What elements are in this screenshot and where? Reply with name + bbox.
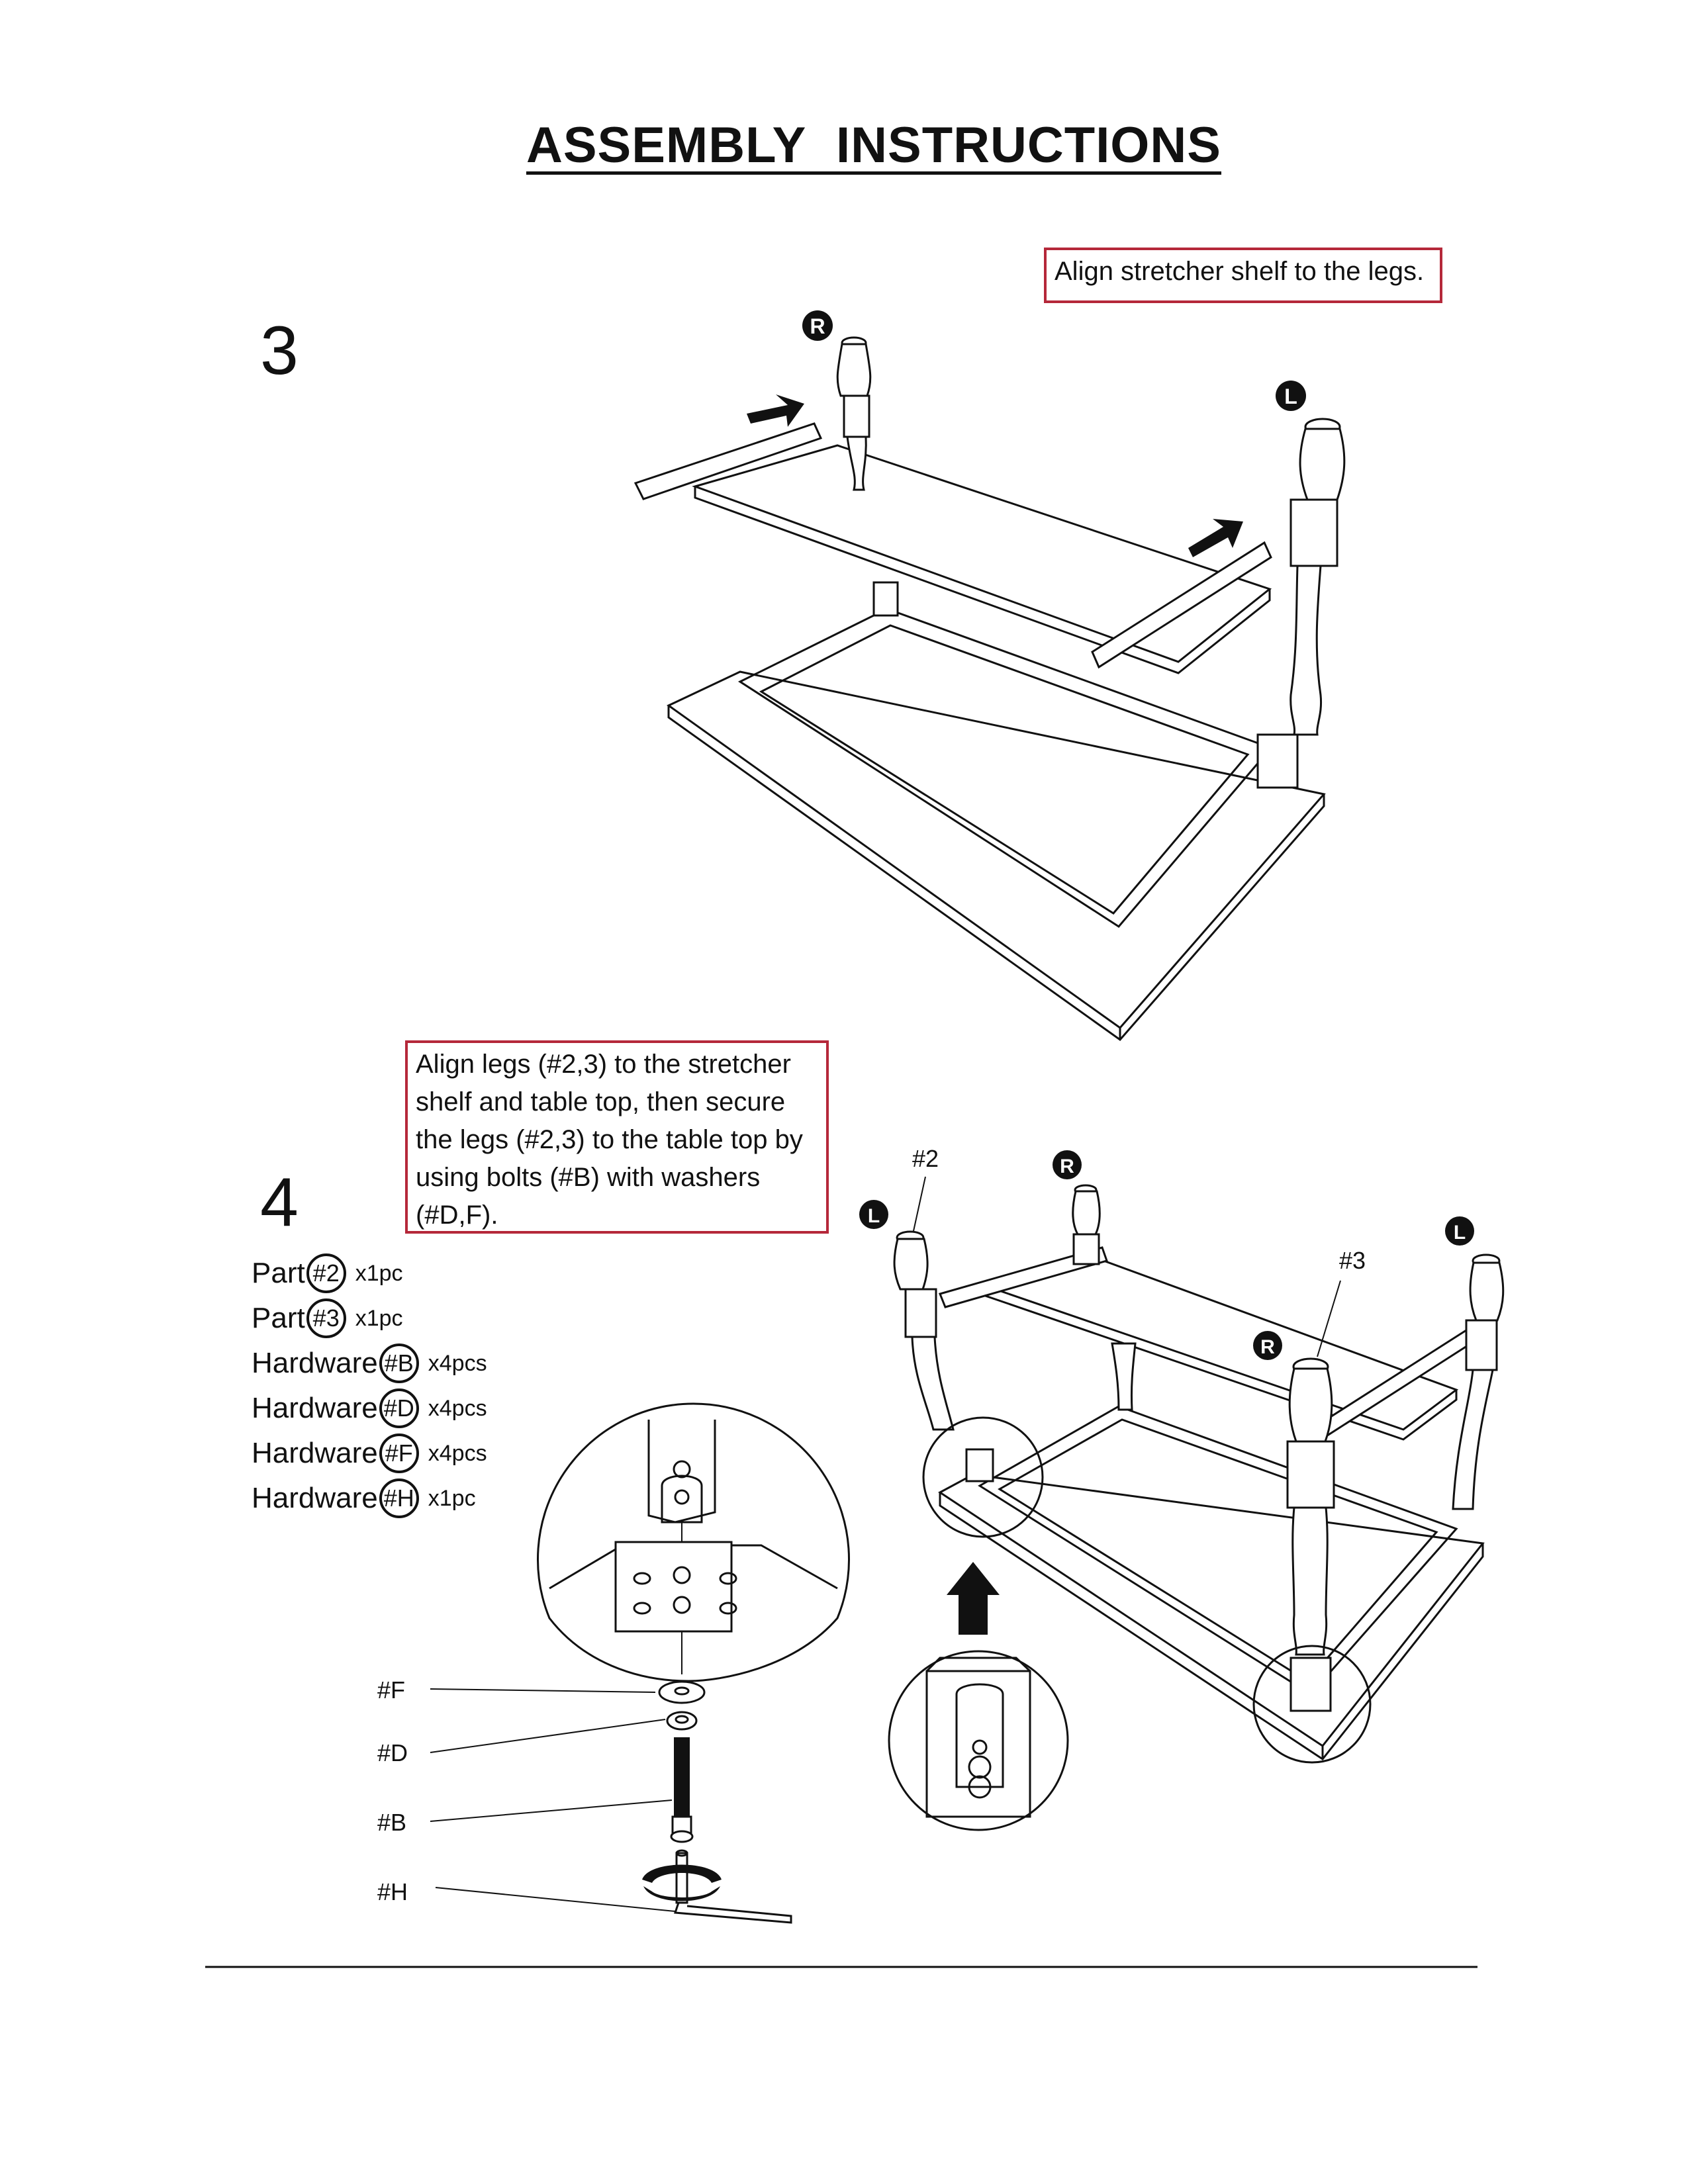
part-qty: x1pc xyxy=(428,1486,476,1511)
part-kind: Hardware xyxy=(252,1392,378,1424)
hex-key-h-icon xyxy=(642,1849,792,1924)
callout-washer-f: #F xyxy=(377,1676,406,1704)
part-kind: Hardware xyxy=(252,1482,378,1514)
part-qty: x4pcs xyxy=(428,1351,487,1376)
part-qty: x1pc xyxy=(355,1261,403,1286)
part-qty: x4pcs xyxy=(428,1396,487,1421)
step-3-number: 3 xyxy=(260,312,299,389)
callout-leg-2: #2 xyxy=(912,1145,939,1172)
step-4-hardware-detail xyxy=(430,1402,850,1924)
leg-3 xyxy=(1286,1357,1335,1712)
detail-callout-circle xyxy=(1252,1645,1372,1764)
parts-list-item: Hardware#H x1pc xyxy=(252,1476,487,1521)
parts-list-item: Part#3 x1pc xyxy=(252,1296,487,1341)
part-kind: Hardware xyxy=(252,1437,378,1469)
leg-badge-l-icon: L xyxy=(859,1200,888,1229)
svg-text:R: R xyxy=(1260,1336,1275,1358)
detail-callout-circle xyxy=(922,1416,1044,1538)
leg-badge-l-icon: L xyxy=(1276,381,1306,411)
step-4-instruction: Align legs (#2,3) to the stretcher shelf… xyxy=(405,1040,829,1234)
svg-text:R: R xyxy=(1060,1156,1074,1177)
page-title: ASSEMBLY INSTRUCTIONS xyxy=(526,117,1222,173)
part-id: #2 xyxy=(306,1253,346,1293)
part-kind: Hardware xyxy=(252,1347,378,1379)
callout-bolt-b: #B xyxy=(377,1809,407,1836)
part-kind: Part xyxy=(252,1257,305,1289)
svg-text:L: L xyxy=(868,1205,880,1227)
arrow-up-icon xyxy=(947,1562,1000,1635)
leg-l-front xyxy=(1256,418,1346,789)
svg-text:L: L xyxy=(1284,385,1297,408)
leg-r-back xyxy=(1072,1184,1137,1411)
leg-2 xyxy=(893,1230,994,1482)
arrow-icon xyxy=(1188,519,1243,557)
part-id: #H xyxy=(379,1479,419,1518)
step-4-number: 4 xyxy=(260,1164,299,1241)
callout-leg-3: #3 xyxy=(1339,1247,1366,1274)
leg-badge-r-icon: R xyxy=(802,310,833,341)
svg-text:R: R xyxy=(810,314,825,338)
leg-badge-r-icon: R xyxy=(1053,1150,1082,1179)
callout-hex-key-h: #H xyxy=(377,1878,408,1905)
washer-f-icon xyxy=(658,1680,706,1704)
arrow-icon xyxy=(747,394,804,427)
part-id: #3 xyxy=(306,1298,346,1338)
leg-l-right xyxy=(1452,1253,1505,1510)
washer-d-icon xyxy=(666,1711,698,1731)
part-id: #D xyxy=(379,1388,419,1428)
step-4-illustration: L R L R xyxy=(859,1150,1505,1831)
parts-list-item: Hardware#F x4pcs xyxy=(252,1431,487,1476)
part-qty: x1pc xyxy=(355,1306,403,1331)
zoom-detail-leg xyxy=(888,1650,1069,1831)
parts-list-item: Hardware#B x4pcs xyxy=(252,1341,487,1386)
svg-text:L: L xyxy=(1454,1222,1466,1244)
leg-r-back xyxy=(836,336,899,617)
part-id: #B xyxy=(379,1343,419,1383)
step-3-illustration: R L xyxy=(633,310,1346,1042)
parts-list-item: Hardware#D x4pcs xyxy=(252,1386,487,1431)
parts-list-item: Part#2 x1pc xyxy=(252,1251,487,1296)
callout-washer-d: #D xyxy=(377,1739,408,1766)
step-3-instruction: Align stretcher shelf to the legs. xyxy=(1044,248,1442,303)
part-kind: Part xyxy=(252,1302,305,1334)
bolt-b-icon xyxy=(670,1737,694,1843)
part-qty: x4pcs xyxy=(428,1441,487,1466)
leg-badge-l-icon: L xyxy=(1445,1216,1474,1246)
part-id: #F xyxy=(379,1433,419,1473)
leg-badge-r-icon: R xyxy=(1253,1331,1282,1360)
